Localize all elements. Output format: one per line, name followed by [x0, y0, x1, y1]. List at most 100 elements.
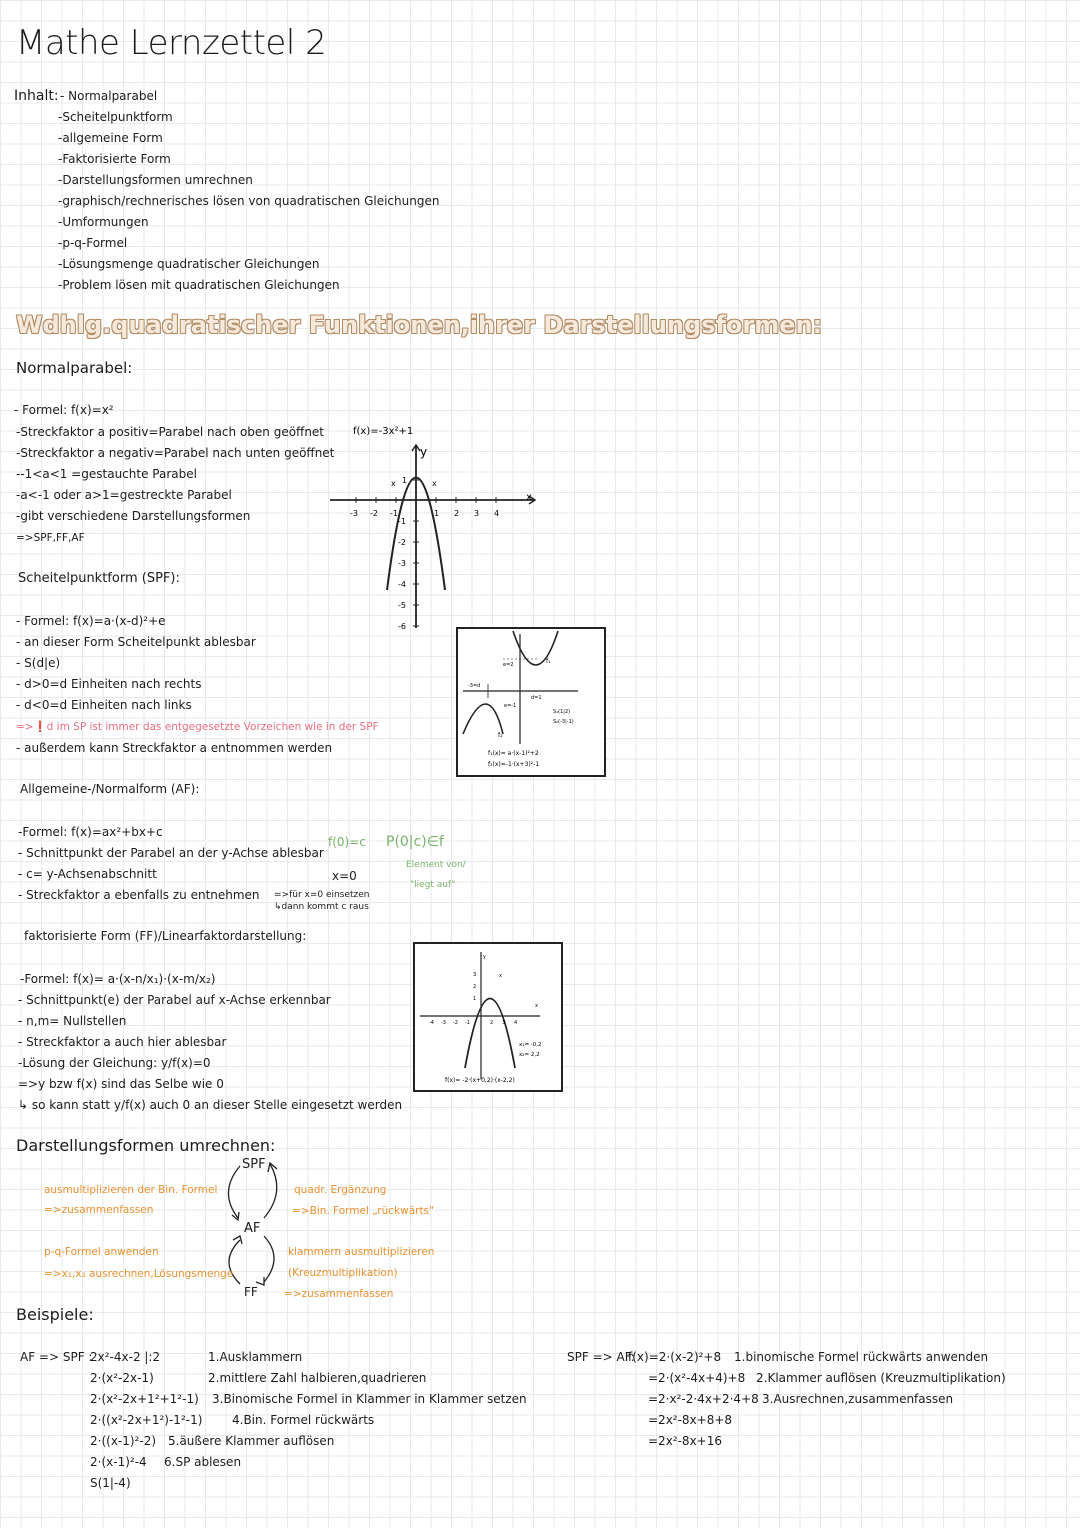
normalparabel-line: -Streckfaktor a positiv=Parabel nach obe…: [16, 425, 325, 439]
svg-text:3: 3: [502, 1020, 505, 1026]
beispiel-left-step: 2.mittlere Zahl halbieren,quadrieren: [208, 1371, 427, 1385]
ff-line: -Lösung der Gleichung: y/f(x)=0: [18, 1056, 211, 1070]
beispiel-left-eq: 2·(x²-2x-1): [90, 1371, 154, 1385]
section-banner: Wdhlg.quadratischer Funktionen,ihrer Dar…: [16, 311, 823, 339]
svg-text:y: y: [483, 954, 486, 960]
umrechnen-note: =>x₁,x₂ ausrechnen,Lösungsmenge: [44, 1268, 234, 1280]
spf-graph-f1: f₁: [546, 658, 551, 665]
inhalt-item: -p-q-Formel: [58, 236, 128, 250]
spf-graph-f2: f₂: [498, 732, 503, 739]
umrechnen-note: (Kreuzmultiplikation): [288, 1267, 398, 1279]
x-tick-label: 4: [494, 509, 499, 518]
x-tick-label: 1: [434, 509, 439, 518]
beispiel-left-eq: 2·(x-1)²-4: [90, 1455, 147, 1469]
beispiel-right-eq: =2x²-8x+8+8: [648, 1413, 733, 1427]
inhalt-item: -Problem lösen mit quadratischen Gleichu…: [58, 278, 340, 292]
umrechnen-note: p-q-Formel anwenden: [44, 1246, 159, 1258]
beispiel-left-eq: S(1|-4): [90, 1476, 131, 1490]
page-title: Mathe Lernzettel 2: [16, 23, 327, 63]
inhalt-item: - Normalparabel: [60, 89, 158, 103]
spf-line: - d<0=d Einheiten nach links: [16, 698, 192, 712]
beispiel-right-label: SPF => AF:: [567, 1350, 635, 1364]
af-x0: x=0: [332, 869, 357, 883]
umrechnen-note: =>zusammenfassen: [284, 1288, 394, 1300]
svg-text:-2: -2: [453, 1020, 458, 1026]
spf-graph-box: e=2 d=1 -3=d e=-1 f₁ f₂ S₁(1|2) S₂(-3|-1…: [456, 627, 606, 777]
beispiel-left-eq: 2·(x²-2x+1²+1²-1): [90, 1392, 199, 1406]
ff-line: -Formel: f(x)= a·(x-n/x₁)·(x-m/x₂): [20, 972, 216, 986]
spf-graph-eq2: f₂(x)=-1·(x+3)²-1: [488, 761, 539, 768]
beispiel-right-eq: =2·(x²-4x+4)+8: [648, 1371, 746, 1385]
umrechnen-note: =>Bin. Formel „rückwärts": [292, 1205, 434, 1217]
ff-heading: faktorisierte Form (FF)/Linearfaktordars…: [24, 929, 307, 943]
umrechnen-note: klammern ausmultiplizieren: [288, 1246, 435, 1258]
x-tick-label: -2: [370, 509, 378, 518]
beispiel-left-step: 4.Bin. Formel rückwärts: [232, 1413, 375, 1427]
beispiel-right-eq: f(x)=2·(x-2)²+8: [628, 1350, 722, 1364]
normalparabel-heading: Normalparabel:: [16, 359, 133, 377]
node-af: AF: [244, 1221, 261, 1236]
beispiel-left-step: 5.äußere Klammer auflösen: [168, 1434, 335, 1448]
spf-line: - d>0=d Einheiten nach rechts: [16, 677, 202, 691]
normalparabel-line: -Streckfaktor a negativ=Parabel nach unt…: [16, 446, 335, 460]
svg-text:1: 1: [473, 996, 476, 1002]
normalparabel-line: - Formel: f(x)=x²: [14, 403, 114, 417]
ff-graph-eq: f(x)= -2·(x+0,2)·(x-2,2): [445, 1077, 515, 1084]
inhalt-item: -Scheitelpunktform: [58, 110, 173, 124]
spf-warning: =>❗d im SP ist immer das entgegesetzte V…: [16, 721, 379, 733]
spf-line: - S(d|e): [16, 656, 61, 670]
x-tick-label: -1: [390, 509, 398, 518]
spf-graph-d1: d=1: [531, 695, 542, 701]
spf-line: - Formel: f(x)=a·(x-d)²+e: [16, 614, 166, 628]
inhalt-label: Inhalt:: [14, 88, 59, 104]
inhalt-item: -Lösungsmenge quadratischer Gleichungen: [58, 257, 320, 271]
beispiel-left-label: AF => SPF :: [20, 1350, 93, 1364]
af-point: P(0|c)∈f: [386, 834, 444, 850]
y-tick-label: -4: [398, 580, 406, 589]
spf-graph-s1: S₁(1|2): [553, 709, 570, 715]
beispiel-left-eq: 2·((x²-2x+1²)-1²-1): [90, 1413, 203, 1427]
ff-line: ↳ so kann statt y/f(x) auch 0 an dieser …: [18, 1098, 403, 1112]
ff-line: =>y bzw f(x) sind das Selbe wie 0: [18, 1077, 224, 1091]
svg-text:2: 2: [473, 984, 476, 990]
beispiel-right-step: 3.Ausrechnen,zusammenfassen: [762, 1392, 954, 1406]
inhalt-item: -Faktorisierte Form: [58, 152, 171, 166]
spf-graph-eq1: f₁(x)= a·(x-1)²+2: [488, 750, 539, 757]
svg-text:3: 3: [473, 972, 476, 978]
beispiel-left-step: 6.SP ablesen: [164, 1455, 242, 1469]
svg-text:x: x: [432, 479, 437, 488]
ff-line: - n,m= Nullstellen: [18, 1014, 127, 1028]
ff-line: - Schnittpunkt(e) der Parabel auf x-Achs…: [18, 993, 331, 1007]
ff-graph-x1: x₁= -0,2: [519, 1042, 542, 1048]
af-liegt: "liegt auf": [410, 880, 456, 890]
svg-text:x: x: [391, 479, 396, 488]
normalparabel-line: -gibt verschiedene Darstellungsformen: [16, 509, 251, 523]
inhalt-item: -allgemeine Form: [58, 131, 163, 145]
node-spf: SPF: [242, 1157, 266, 1172]
beispiel-left-eq: 2·((x-1)²-2): [90, 1434, 157, 1448]
y-tick-label: 1: [402, 476, 407, 485]
beispiel-right-step: 2.Klammer auflösen (Kreuzmultiplikation): [756, 1371, 1006, 1385]
umrechnen-note: =>zusammenfassen: [44, 1204, 154, 1216]
beispiel-right-step: 1.binomische Formel rückwärts anwenden: [734, 1350, 989, 1364]
svg-text:2: 2: [490, 1020, 493, 1026]
beispiel-left-step: 1.Ausklammern: [208, 1350, 303, 1364]
svg-text:-1: -1: [465, 1020, 470, 1026]
x-axis-label: x: [526, 492, 532, 503]
y-tick-label: -5: [398, 601, 406, 610]
af-note1: =>für x=0 einsetzen: [274, 890, 370, 900]
beispiel-right-eq: =2x²-8x+16: [648, 1434, 722, 1448]
node-ff: FF: [244, 1285, 258, 1299]
spf-line: - außerdem kann Streckfaktor a entnommen…: [16, 741, 333, 755]
af-line: -Formel: f(x)=ax²+bx+c: [18, 825, 163, 839]
normalparabel-line: -a<-1 oder a>1=gestreckte Parabel: [16, 488, 232, 502]
af-note2: ↳dann kommt c raus: [274, 902, 369, 912]
beispiele-heading: Beispiele:: [16, 1305, 94, 1324]
inhalt-item: -graphisch/rechnerisches lösen von quadr…: [58, 194, 440, 208]
graph-formula: f(x)=-3x²+1: [353, 426, 413, 437]
y-tick-label: -3: [398, 559, 406, 568]
umrechnen-note: quadr. Ergänzung: [294, 1184, 387, 1196]
ff-graph-x2: x₂= 2,2: [519, 1052, 540, 1058]
svg-text:-3: -3: [441, 1020, 446, 1026]
